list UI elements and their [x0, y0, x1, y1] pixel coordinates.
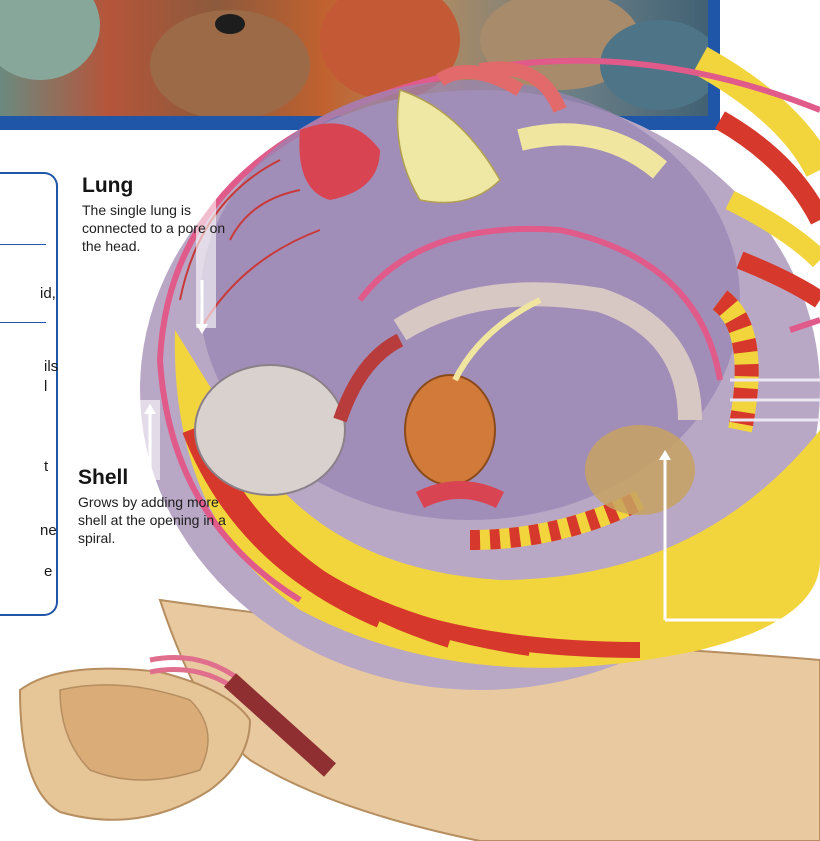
- lung-label-text: The single lung is connected to a pore o…: [82, 201, 232, 255]
- shell-label-title: Shell: [78, 466, 128, 490]
- shell-label-text: Grows by adding more shell at the openin…: [78, 493, 228, 547]
- lung-label-title: Lung: [82, 174, 133, 198]
